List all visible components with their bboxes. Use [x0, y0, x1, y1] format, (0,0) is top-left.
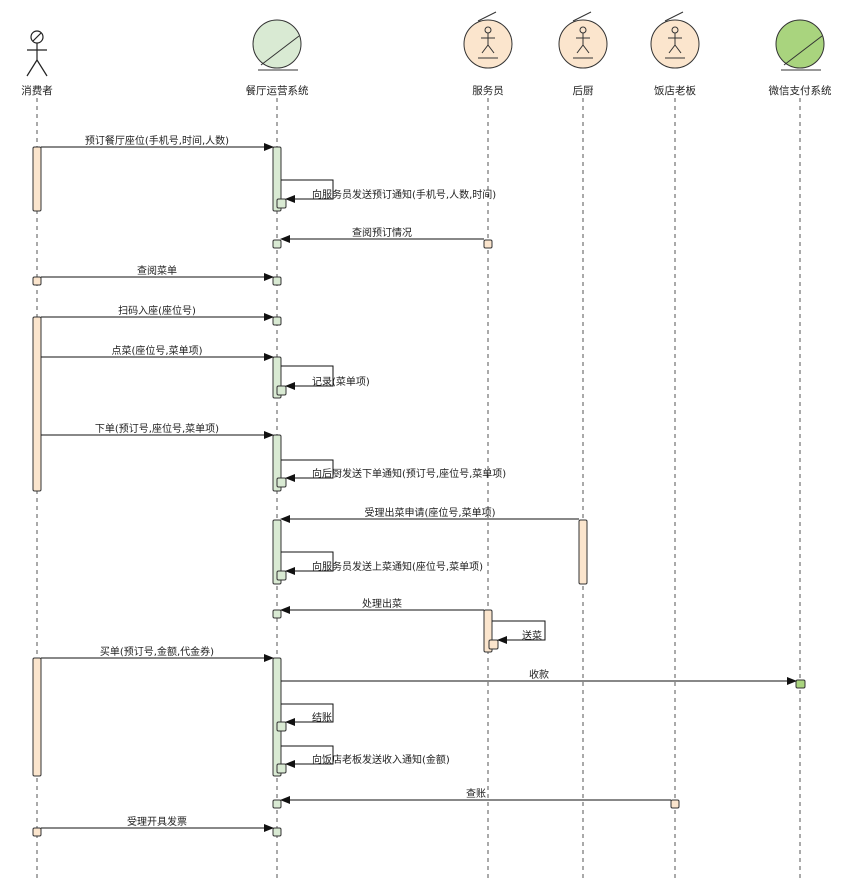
activation-bar: [272, 276, 282, 286]
message-label: 向服务员发送预订通知(手机号,人数,时间): [312, 188, 496, 201]
participant-label: 饭店老板: [654, 84, 696, 97]
message-label: 向后厨发送下单通知(预订号,座位号,菜单项): [312, 467, 506, 480]
activation-bar: [276, 385, 287, 396]
message-arrow: [492, 620, 546, 644]
message-label: 点菜(座位号,菜单项): [112, 344, 203, 357]
message-label: 送菜: [522, 629, 542, 642]
participant-waiter: 服务员: [463, 11, 513, 97]
stick-figure-icon: [26, 30, 48, 77]
activation-bar: [276, 198, 287, 209]
message-label: 处理出菜: [362, 597, 402, 610]
activation-bar: [272, 146, 282, 212]
activation-bar: [272, 316, 282, 326]
activation-bar: [276, 763, 287, 774]
activation-bar: [276, 477, 287, 488]
participant-label: 餐厅运营系统: [246, 84, 309, 97]
activation-bar: [272, 827, 282, 837]
activation-bar: [272, 239, 282, 249]
activation-bar: [276, 721, 287, 732]
activation-bar: [488, 639, 499, 650]
participant-boss: 饭店老板: [650, 11, 700, 97]
activation-bar: [670, 799, 680, 809]
activation-bar: [272, 434, 282, 492]
participant-wechat: 微信支付系统: [769, 19, 832, 97]
message-arrow: [281, 745, 334, 768]
participant-label: 后厨: [573, 85, 594, 97]
message-label: 向饭店老板发送收入通知(金额): [312, 753, 450, 766]
message-arrow: [281, 179, 334, 203]
activation-bar: [32, 316, 42, 492]
message-arrow: [281, 365, 334, 390]
actor-circle-icon: [463, 11, 513, 69]
message-label: 下单(预订号,座位号,菜单项): [95, 422, 219, 435]
participant-consumer: 消费者: [21, 30, 53, 97]
message-label: 查账: [466, 787, 486, 800]
participant-label: 微信支付系统: [769, 84, 832, 97]
activation-bar: [795, 679, 806, 689]
message-label: 预订餐厅座位(手机号,时间,人数): [85, 134, 229, 147]
activation-bar: [32, 146, 42, 212]
message-label: 查阅菜单: [137, 264, 177, 277]
activation-bar: [32, 657, 42, 777]
activation-bar: [578, 519, 588, 585]
actor-circle-icon: [650, 11, 700, 69]
message-label: 结账: [312, 711, 332, 724]
message-label: 查阅预订情况: [352, 226, 412, 239]
activation-bar: [272, 657, 282, 777]
control-circle-icon: [775, 19, 825, 71]
activation-bar: [483, 239, 493, 249]
message-label: 买单(预订号,金额,代金券): [100, 645, 214, 658]
message-label: 扫码入座(座位号): [118, 304, 196, 317]
message-label: 受理开具发票: [127, 815, 187, 828]
message-arrow: [281, 703, 334, 726]
message-arrow: [281, 551, 334, 575]
activation-bar: [276, 570, 287, 581]
participant-label: 消费者: [21, 84, 53, 97]
control-circle-icon: [252, 19, 302, 71]
activation-bar: [32, 276, 42, 286]
actor-circle-icon: [558, 11, 608, 69]
activation-bar: [272, 799, 282, 809]
message-label: 记录(菜单项): [312, 376, 370, 388]
participant-label: 服务员: [472, 84, 504, 97]
participant-kitchen: 后厨: [558, 11, 608, 97]
activation-bar: [32, 827, 42, 837]
message-label: 受理出菜申请(座位号,菜单项): [365, 506, 496, 519]
message-arrow: [281, 459, 334, 482]
message-label: 向服务员发送上菜通知(座位号,菜单项): [312, 560, 483, 573]
message-label: 收款: [529, 668, 549, 681]
activation-bar: [272, 609, 282, 619]
activations: [32, 146, 806, 837]
participant-system: 餐厅运营系统: [246, 19, 309, 97]
messages: 预订餐厅座位(手机号,时间,人数) 向服务员发送预订通知(手机号,人数,时间) …: [41, 134, 797, 832]
